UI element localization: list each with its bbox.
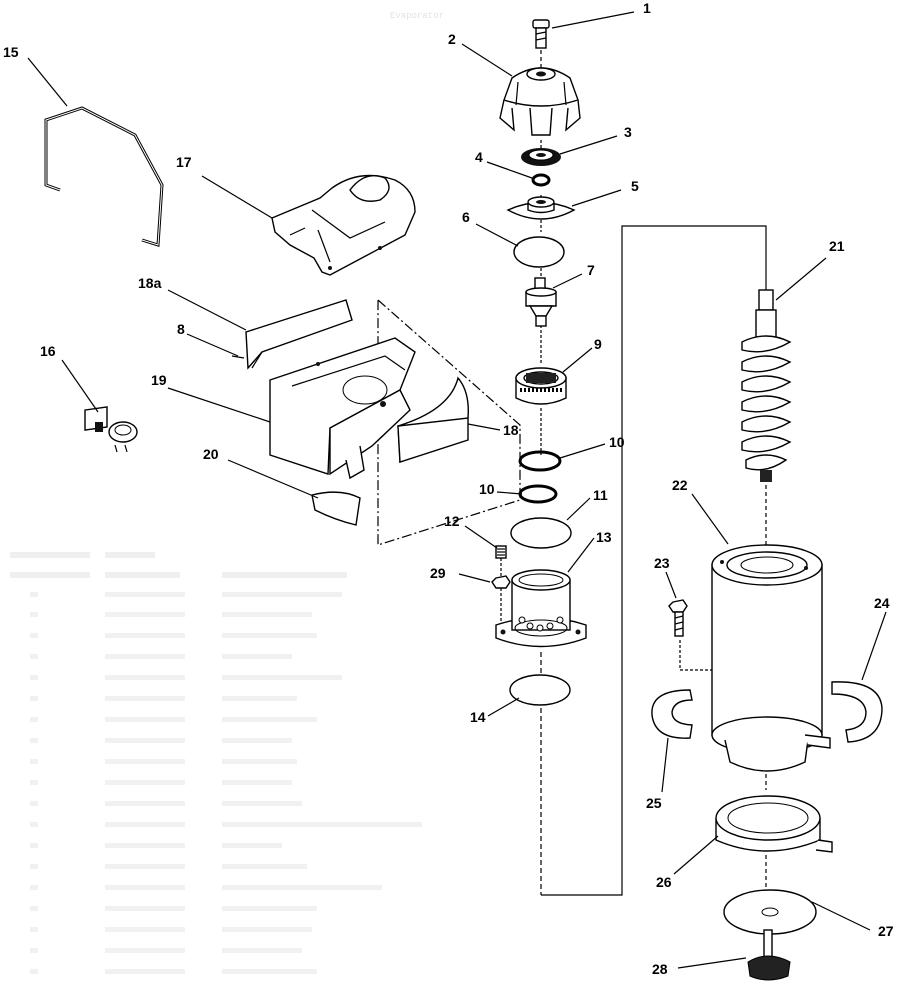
part-12-screw [495,545,507,625]
part-1-screw [532,19,550,49]
callout-4: 4 [475,149,483,165]
part-18-side-baffle [397,376,469,463]
part-5-flange [506,196,576,220]
part-3-bearing-nut [521,148,561,166]
callout-25: 25 [646,795,662,811]
part-18a-duct-wall [245,299,353,370]
callout-18: 18 [503,422,519,438]
part-26-base-ring [715,795,833,853]
faded-parts-table [10,552,422,974]
callout-14: 14 [470,709,486,725]
part-4-washer [531,173,551,187]
part-7-coupling [525,277,557,327]
part-13-housing [495,569,587,648]
callout-10-upper: 10 [609,434,625,450]
duct-reference-frame [377,299,521,546]
callout-19: 19 [151,372,167,388]
callout-6: 6 [462,209,470,225]
part-28-drain-fitting [747,929,791,981]
callout-26: 26 [656,874,672,890]
part-22-evaporator-cylinder [711,544,831,772]
callout-11: 11 [593,487,608,503]
part-21-auger [741,289,792,482]
part-8-wire [231,355,245,359]
callout-17: 17 [176,154,192,170]
part-2-top-cap [499,67,581,136]
part-29-nut [491,575,511,589]
callout-5: 5 [631,178,639,194]
callout-9: 9 [594,336,602,352]
callout-10-lower: 10 [479,481,495,497]
part-24-split-ring-right [831,681,883,743]
callout-20: 20 [203,446,219,462]
callout-21: 21 [829,238,845,254]
part-16-clamp [84,406,138,453]
part-10-o-ring-upper [518,450,562,472]
part-25-split-ring-left [651,689,693,739]
part-19-duct-housing [269,337,416,480]
callout-27: 27 [878,923,894,939]
leader-lines [27,11,887,969]
callout-29: 29 [430,565,446,581]
part-9-bearing [515,367,567,405]
callout-1: 1 [643,0,651,16]
part-17-top-cover [271,174,416,276]
callout-numbers: 1 2 3 4 5 6 7 8 9 10 10 11 12 13 14 15 1… [3,0,894,977]
callout-23: 23 [654,555,670,571]
callout-3: 3 [624,124,632,140]
part-23-screw [668,599,688,637]
diagram-heading: Evaporator [390,11,444,21]
part-14-gasket [509,674,571,706]
part-15-wire-bail [44,106,164,247]
part-11-gasket [510,517,572,549]
part-27-gasket-plate [723,889,817,935]
callout-16: 16 [40,343,56,359]
callout-22: 22 [672,477,688,493]
part-6-gasket [513,236,565,268]
callout-12: 12 [444,513,460,529]
part-10-o-ring-lower [518,484,558,504]
callout-28: 28 [652,961,668,977]
callout-15: 15 [3,44,19,60]
part-20-deflector [311,491,361,526]
callout-2: 2 [448,31,456,47]
callout-7: 7 [587,262,595,278]
callout-8: 8 [177,321,185,337]
callout-18a: 18a [138,275,162,291]
callout-13: 13 [596,529,612,545]
callout-24: 24 [874,595,890,611]
